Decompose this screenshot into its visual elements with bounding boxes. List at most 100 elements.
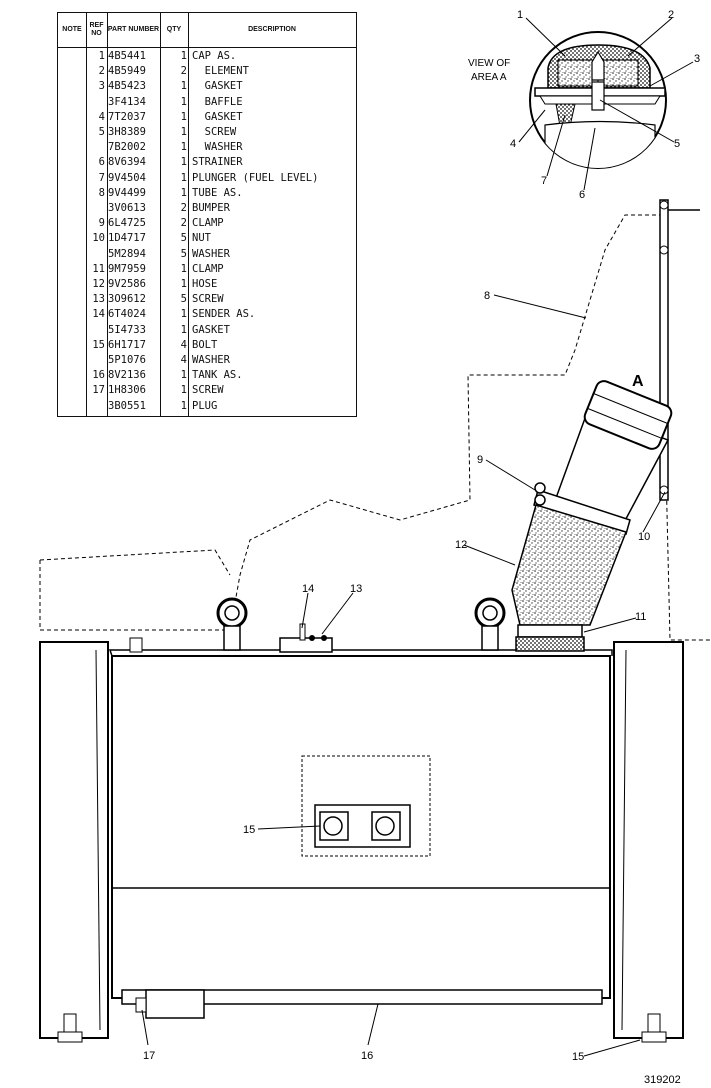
header-note: NOTE — [62, 25, 82, 33]
ref-no-cell: 3 — [98, 80, 105, 93]
figure-number: 319202 — [644, 1074, 681, 1086]
part-number-cell: 8V6394 — [108, 156, 146, 169]
part-number-cell: 3V0613 — [108, 202, 146, 214]
description-cell: GASKET — [192, 80, 243, 93]
ref-no-cell: 7 — [98, 171, 105, 184]
qty-cell: 1 — [180, 110, 187, 123]
callout-7: 7 — [541, 175, 547, 187]
ref-no-cell: 9 — [98, 217, 105, 230]
ref-no-cell: 10 — [92, 232, 105, 245]
part-number-cell: 9M7959 — [108, 262, 146, 275]
qty-cell: 4 — [180, 338, 187, 351]
ref-no-cell: 1 — [98, 50, 105, 62]
description-cell: SCREW — [192, 293, 224, 306]
qty-cell: 1 — [180, 80, 187, 93]
area-a-label: AREA A — [471, 72, 507, 83]
part-number-cell: 3H8389 — [108, 126, 146, 138]
part-number-cell: 5P1076 — [108, 354, 146, 366]
part-number-cell: 9V2586 — [108, 278, 146, 290]
description-cell: BOLT — [192, 338, 218, 351]
ref-no-cell: 17 — [92, 384, 105, 397]
qty-cell: 1 — [180, 308, 187, 321]
description-cell: WASHER — [192, 247, 230, 260]
ref-no-cell: 4 — [98, 110, 105, 123]
qty-cell: 5 — [180, 293, 187, 306]
qty-cell: 1 — [180, 171, 187, 184]
qty-cell: 2 — [180, 65, 187, 78]
part-number-cell: 5M2894 — [108, 247, 146, 260]
description-cell: STRAINER — [192, 156, 243, 169]
parts-list-table: NOTE REF NO PART NUMBER QTY DESCRIPTION … — [57, 12, 357, 417]
callout-16: 16 — [361, 1050, 373, 1062]
callout-15-plate: 15 — [243, 824, 255, 836]
description-cell: ELEMENT — [192, 65, 249, 78]
description-cell: GASKET — [192, 110, 243, 123]
ref-no-cell: 12 — [92, 278, 105, 290]
qty-cell: 4 — [180, 354, 187, 366]
description-cell: BUMPER — [192, 202, 230, 214]
qty-cell: 1 — [180, 384, 187, 397]
part-number-cell: 8V2136 — [108, 369, 146, 382]
qty-cell: 1 — [180, 323, 187, 336]
part-number-cell: 9V4499 — [108, 186, 146, 199]
qty-cell: 1 — [180, 95, 187, 108]
description-cell: GASKET — [192, 323, 230, 336]
qty-cell: 1 — [180, 141, 187, 154]
callout-13: 13 — [350, 583, 362, 595]
part-number-cell: 6T4024 — [108, 308, 146, 321]
qty-cell: 1 — [180, 369, 187, 382]
area-a-detail — [529, 31, 667, 169]
table-header: NOTE REF NO PART NUMBER QTY DESCRIPTION — [58, 13, 356, 48]
description-cell: WASHER — [192, 354, 230, 366]
area-a-marker: A — [632, 373, 644, 390]
part-number-cell: 9V4504 — [108, 171, 146, 184]
callout-5: 5 — [674, 138, 680, 150]
view-of-label: VIEW OF — [468, 58, 510, 69]
header-qty: QTY — [166, 25, 182, 33]
callout-12: 12 — [455, 539, 467, 551]
description-cell: CLAMP — [192, 217, 224, 230]
description-cell: SCREW — [192, 126, 237, 138]
qty-cell: 5 — [180, 232, 187, 245]
ref-no-cell: 13 — [92, 293, 105, 306]
qty-cell: 2 — [180, 202, 187, 214]
part-number-cell: 6H1717 — [108, 338, 146, 351]
description-cell: PLUG — [192, 399, 218, 412]
qty-cell: 1 — [180, 50, 187, 62]
description-cell: SENDER AS. — [192, 308, 256, 321]
description-cell: TUBE AS. — [192, 186, 243, 199]
ref-no-cell: 15 — [92, 338, 105, 351]
header-part-number: PART NUMBER — [107, 25, 160, 33]
ref-no-cell: 6 — [98, 156, 105, 169]
description-cell: CLAMP — [192, 262, 224, 275]
part-number-cell: 1D4717 — [108, 232, 146, 245]
header-ref-no: REF NO — [89, 21, 104, 37]
part-number-cell: 7B2002 — [108, 141, 146, 154]
table-row: 3V0613 2 BUMPER — [58, 201, 356, 216]
callout-17: 17 — [143, 1050, 155, 1062]
callout-2: 2 — [668, 9, 674, 21]
ref-no-cell: 2 — [98, 65, 105, 78]
part-number-cell: 3B0551 — [108, 399, 146, 412]
callout-8: 8 — [484, 290, 490, 302]
callout-6: 6 — [579, 189, 585, 201]
description-cell: TANK AS. — [192, 369, 243, 382]
qty-cell: 1 — [180, 262, 187, 275]
callout-9: 9 — [477, 454, 483, 466]
ref-no-cell: 8 — [98, 186, 105, 199]
